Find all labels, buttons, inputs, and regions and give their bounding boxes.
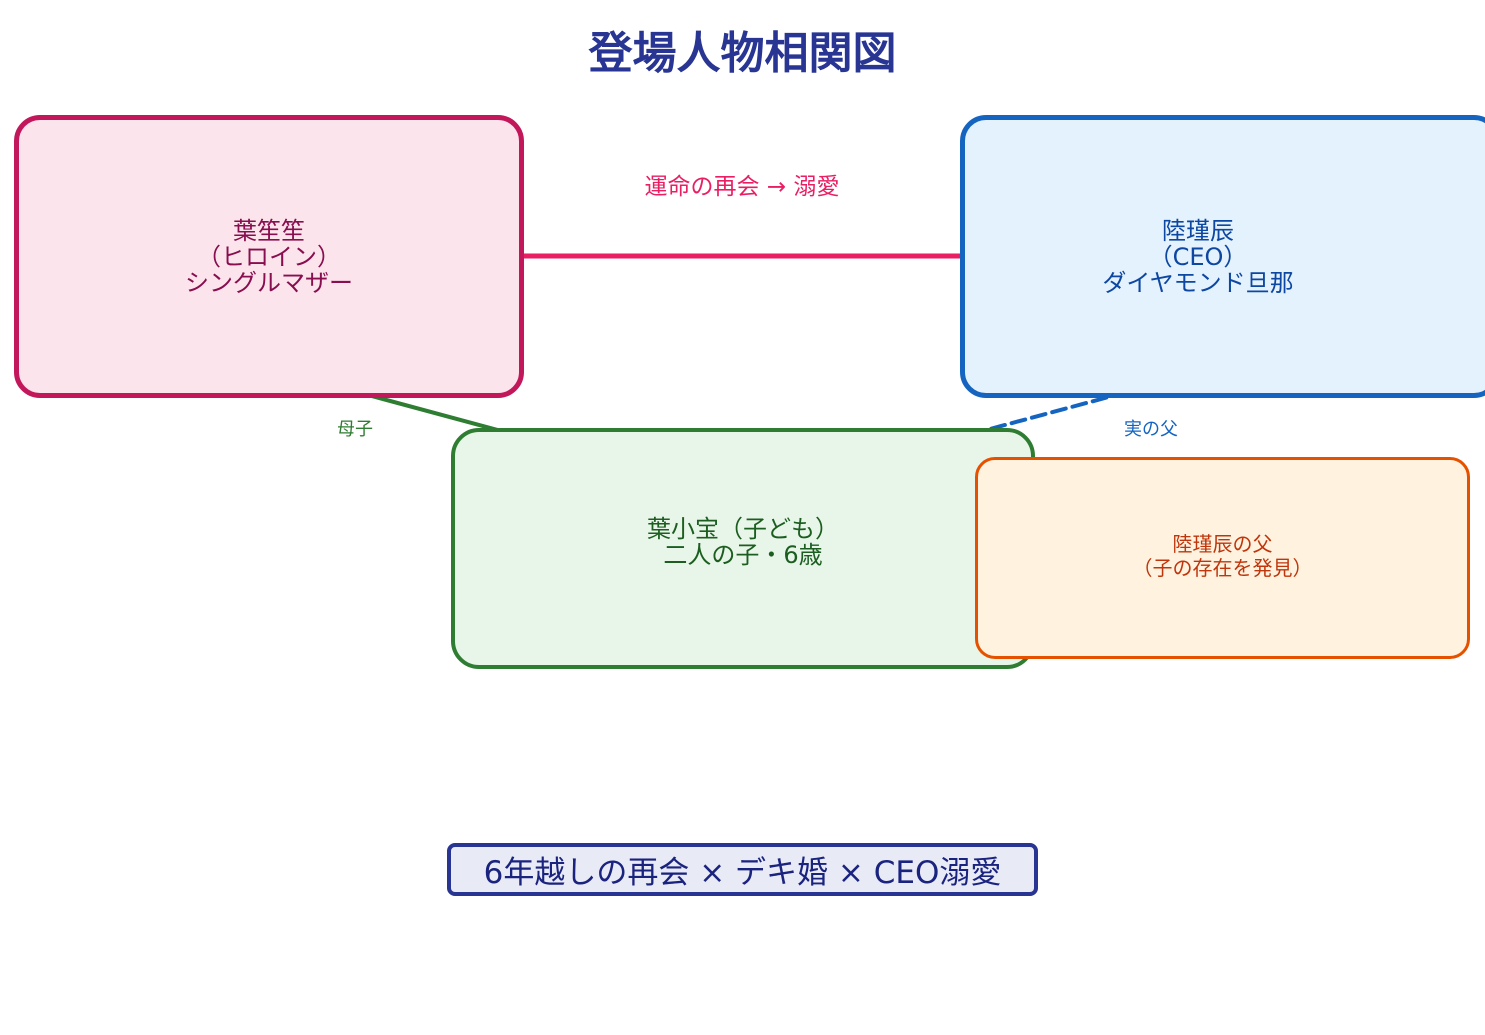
tagline-box: 6年越しの再会 × デキ婚 × CEO溺愛 [447,843,1038,896]
child-name: 葉小宝（子ども） [647,514,839,543]
ceo-description: ダイヤモンド旦那 [1102,268,1294,297]
heroine-description: シングルマザー [185,268,353,297]
diagram-title: 登場人物相関図 [588,28,897,79]
mother-child-label: 母子 [337,419,373,440]
ceo-name: 陸瑾辰 [1162,216,1234,245]
biological-father-label: 実の父 [1124,419,1178,440]
ceo-father-description: （子の存在を発見） [1132,556,1313,580]
heroine-node-text: 葉笙笙 （ヒロイン） シングルマザー [185,218,353,296]
ceo-father-node-text: 陸瑾辰の父 （子の存在を発見） [1133,532,1313,580]
child-description: 二人の子・6歳 [663,540,823,569]
ceo-role: （CEO） [1148,242,1248,271]
heroine-node: 葉笙笙 （ヒロイン） シングルマザー [14,115,524,398]
ceo-node-text: 陸瑾辰 （CEO） ダイヤモンド旦那 [1102,218,1293,296]
heroine-role: （ヒロイン） [197,242,341,271]
ceo-node: 陸瑾辰 （CEO） ダイヤモンド旦那 [960,115,1485,398]
ceo-father-name: 陸瑾辰の父 [1172,532,1273,556]
child-node-text: 葉小宝（子ども） 二人の子・6歳 [647,516,839,568]
child-node: 葉小宝（子ども） 二人の子・6歳 [451,428,1035,669]
ceo-father-node: 陸瑾辰の父 （子の存在を発見） [975,457,1470,659]
fate-reunion-label: 運命の再会 → 溺愛 [644,174,840,200]
heroine-name: 葉笙笙 [233,216,305,245]
